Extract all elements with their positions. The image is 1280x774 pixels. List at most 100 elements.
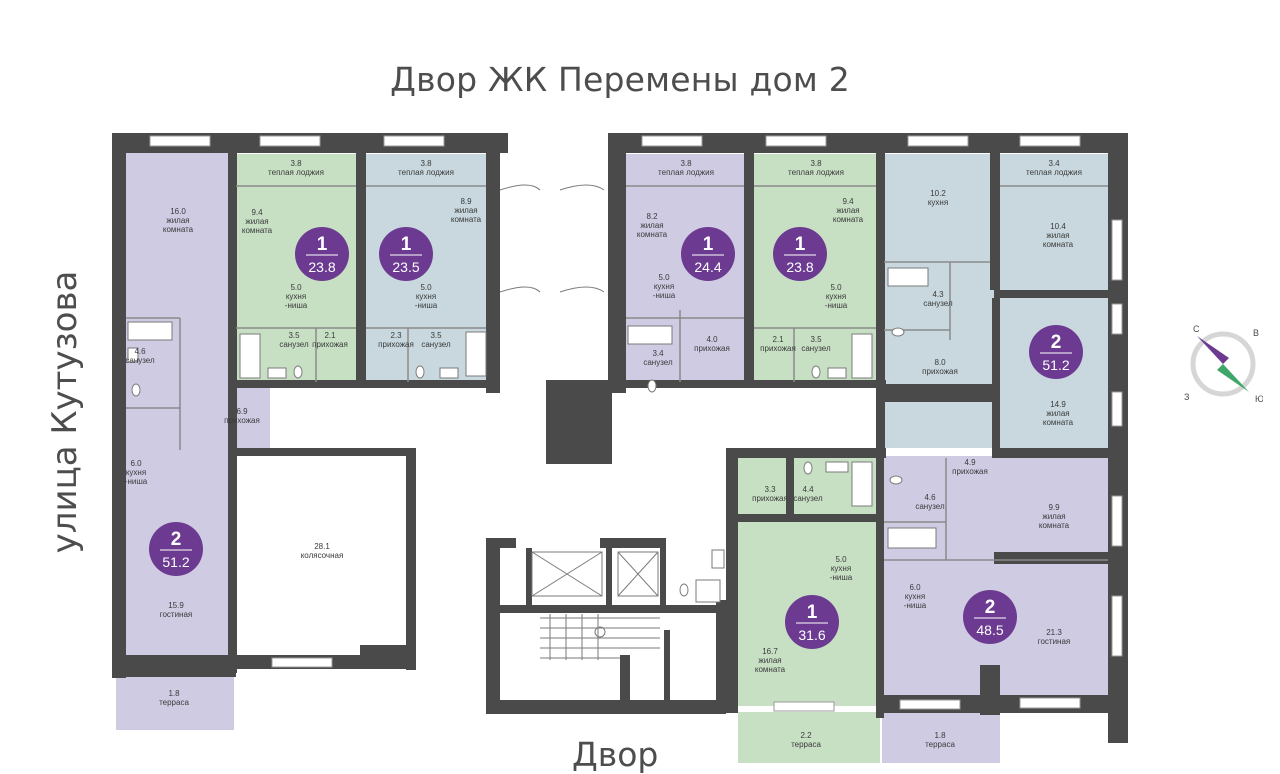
- sink: [267, 367, 287, 379]
- badge-rooms: 1: [807, 602, 818, 623]
- window: [773, 701, 835, 712]
- badge-rooms: 2: [985, 597, 996, 618]
- badge-rooms: 1: [703, 234, 714, 255]
- toilet: [811, 365, 821, 379]
- window: [641, 135, 703, 147]
- apartment-badge[interactable]: 131.6: [785, 595, 839, 649]
- badge-circle: [785, 595, 839, 649]
- badge-circle: [379, 227, 433, 281]
- compass-north-label: С: [1193, 324, 1200, 334]
- apartment-badge[interactable]: 124.4: [681, 227, 735, 281]
- elevator-left: [531, 551, 603, 597]
- toilet: [647, 379, 657, 393]
- apartment-badge[interactable]: 123.8: [295, 227, 349, 281]
- windows: [149, 135, 1123, 712]
- badge-rooms: 1: [317, 234, 328, 255]
- interior-walls: [126, 185, 1108, 561]
- window: [383, 135, 445, 147]
- sink: [825, 461, 849, 473]
- badge-rooms: 1: [401, 234, 412, 255]
- sink: [827, 367, 847, 379]
- sink: [711, 549, 725, 569]
- window: [765, 135, 827, 147]
- sink: [439, 367, 459, 379]
- window: [1019, 697, 1081, 709]
- apartment-badge[interactable]: 123.5: [379, 227, 433, 281]
- bathtub: [851, 333, 873, 379]
- badge-area: 23.5: [392, 259, 419, 275]
- apartment-badge[interactable]: 248.5: [963, 590, 1017, 644]
- badge-circle: [149, 522, 203, 576]
- apt-fill-48-5: [884, 456, 1108, 696]
- window: [1111, 391, 1123, 427]
- compass-icon: С В Ю З: [1184, 324, 1263, 404]
- badge-area: 51.2: [162, 554, 189, 570]
- shower: [695, 579, 721, 603]
- terrace-fill-left: [116, 676, 234, 730]
- toilet: [679, 583, 689, 597]
- badge-circle: [295, 227, 349, 281]
- window: [149, 135, 211, 147]
- badge-circle: [1029, 325, 1083, 379]
- badge-rooms: 2: [1051, 332, 1062, 353]
- badge-circle: [963, 590, 1017, 644]
- badge-area: 23.8: [308, 259, 335, 275]
- badge-circle: [773, 227, 827, 281]
- bathtub: [239, 333, 261, 379]
- bathtub: [887, 527, 937, 549]
- apartment-badge[interactable]: 251.2: [1029, 325, 1083, 379]
- window: [1111, 219, 1123, 281]
- toilet: [803, 461, 813, 475]
- toilet: [131, 383, 141, 397]
- bathtub: [127, 321, 173, 341]
- window: [1111, 495, 1123, 547]
- window: [1019, 135, 1081, 147]
- apartment-badge[interactable]: 123.8: [773, 227, 827, 281]
- badge-rooms: 1: [795, 234, 806, 255]
- window: [271, 657, 333, 668]
- apartment-badge[interactable]: 251.2: [149, 522, 203, 576]
- bathtub: [851, 461, 873, 507]
- terrace-fill-center: [738, 712, 880, 763]
- toilet: [891, 327, 905, 337]
- compass-west-label: З: [1184, 392, 1189, 402]
- badge-area: 48.5: [976, 622, 1003, 638]
- toilet: [889, 475, 903, 485]
- window: [1111, 303, 1123, 335]
- bathtub: [627, 325, 673, 345]
- compass-south-label: Ю: [1255, 394, 1263, 404]
- toilet: [415, 365, 425, 379]
